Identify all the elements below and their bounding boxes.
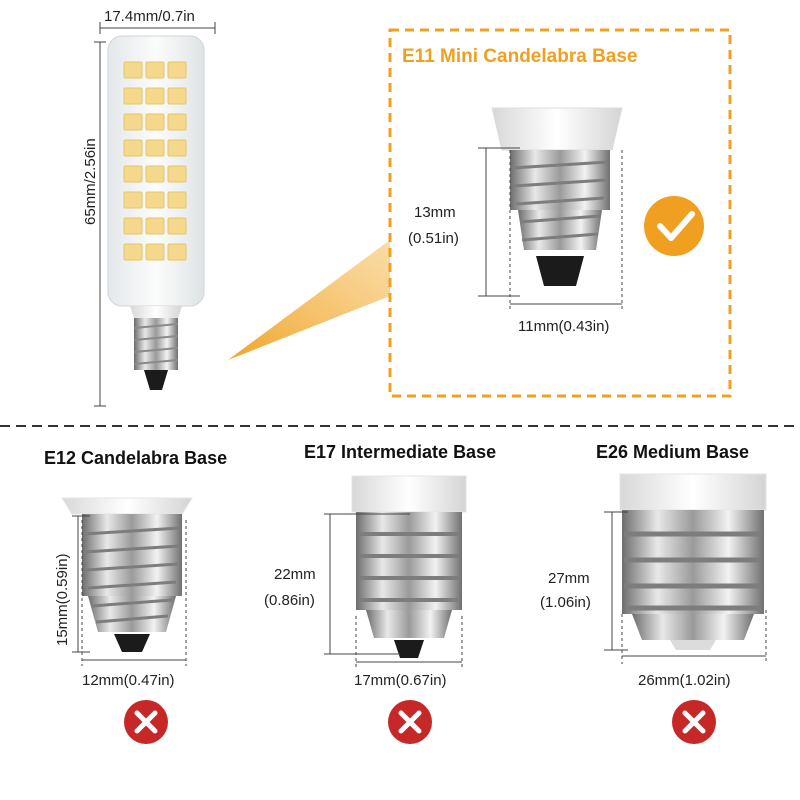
e11-width-label: 11mm(0.43in): [518, 318, 610, 335]
led-chip: [167, 165, 187, 183]
e17-height-mm: 22mm: [274, 566, 316, 583]
led-chip: [145, 165, 165, 183]
led-chip: [123, 165, 143, 183]
main-bulb-dimensions: [94, 22, 216, 407]
e26-base-illustration: [619, 473, 767, 650]
led-chip: [167, 113, 187, 131]
e12-base-illustration: [61, 497, 193, 652]
e11-base-illustration: [491, 107, 623, 286]
e12-title: E12 Candelabra Base: [44, 448, 228, 468]
e26-title: E26 Medium Base: [596, 442, 750, 462]
led-chip: [167, 217, 187, 235]
cross-icon: [672, 700, 716, 744]
led-chip: [123, 217, 143, 235]
led-grid: [123, 61, 187, 261]
e17-base-illustration: [351, 475, 467, 658]
led-chip: [123, 139, 143, 157]
led-chip: [167, 61, 187, 79]
led-chip: [167, 243, 187, 261]
led-chip: [167, 191, 187, 209]
e12-dimensions: [72, 515, 187, 666]
e17-height-in: (0.86in): [264, 592, 315, 609]
e12-height-label: 15mm(0.59in): [54, 553, 71, 646]
e17-dimensions: [324, 513, 463, 668]
led-chip: [145, 139, 165, 157]
e17-title: E17 Intermediate Base: [304, 442, 497, 462]
main-bulb: [107, 35, 205, 390]
led-chip: [145, 243, 165, 261]
e12-width-label: 12mm(0.47in): [82, 672, 175, 689]
featured-frame: [388, 28, 732, 398]
e11-dimensions: [478, 147, 623, 312]
led-chip: [123, 61, 143, 79]
led-chip: [123, 191, 143, 209]
e26-dimensions: [604, 511, 767, 664]
e11-height-in: (0.51in): [408, 230, 459, 247]
bulb-width-label: 17.4mm/0.7in: [104, 8, 195, 25]
e26-width-label: 26mm(1.02in): [638, 672, 731, 689]
check-icon: [644, 196, 704, 256]
led-chip: [167, 139, 187, 157]
led-chip: [167, 87, 187, 105]
featured-title: E11 Mini Candelabra Base: [402, 46, 638, 67]
led-chip: [145, 191, 165, 209]
e26-height-mm: 27mm: [548, 570, 590, 587]
e26-height-in: (1.06in): [540, 594, 591, 611]
led-chip: [145, 113, 165, 131]
cross-icon: [388, 700, 432, 744]
zoom-beam: [228, 240, 390, 360]
led-chip: [145, 217, 165, 235]
led-chip: [123, 243, 143, 261]
bulb-height-label: 65mm/2.56in: [82, 138, 99, 225]
e11-height-mm: 13mm: [414, 204, 456, 221]
led-chip: [145, 61, 165, 79]
led-chip: [123, 87, 143, 105]
led-chip: [145, 87, 165, 105]
cross-icon: [124, 700, 168, 744]
e17-width-label: 17mm(0.67in): [354, 672, 447, 689]
led-chip: [123, 113, 143, 131]
